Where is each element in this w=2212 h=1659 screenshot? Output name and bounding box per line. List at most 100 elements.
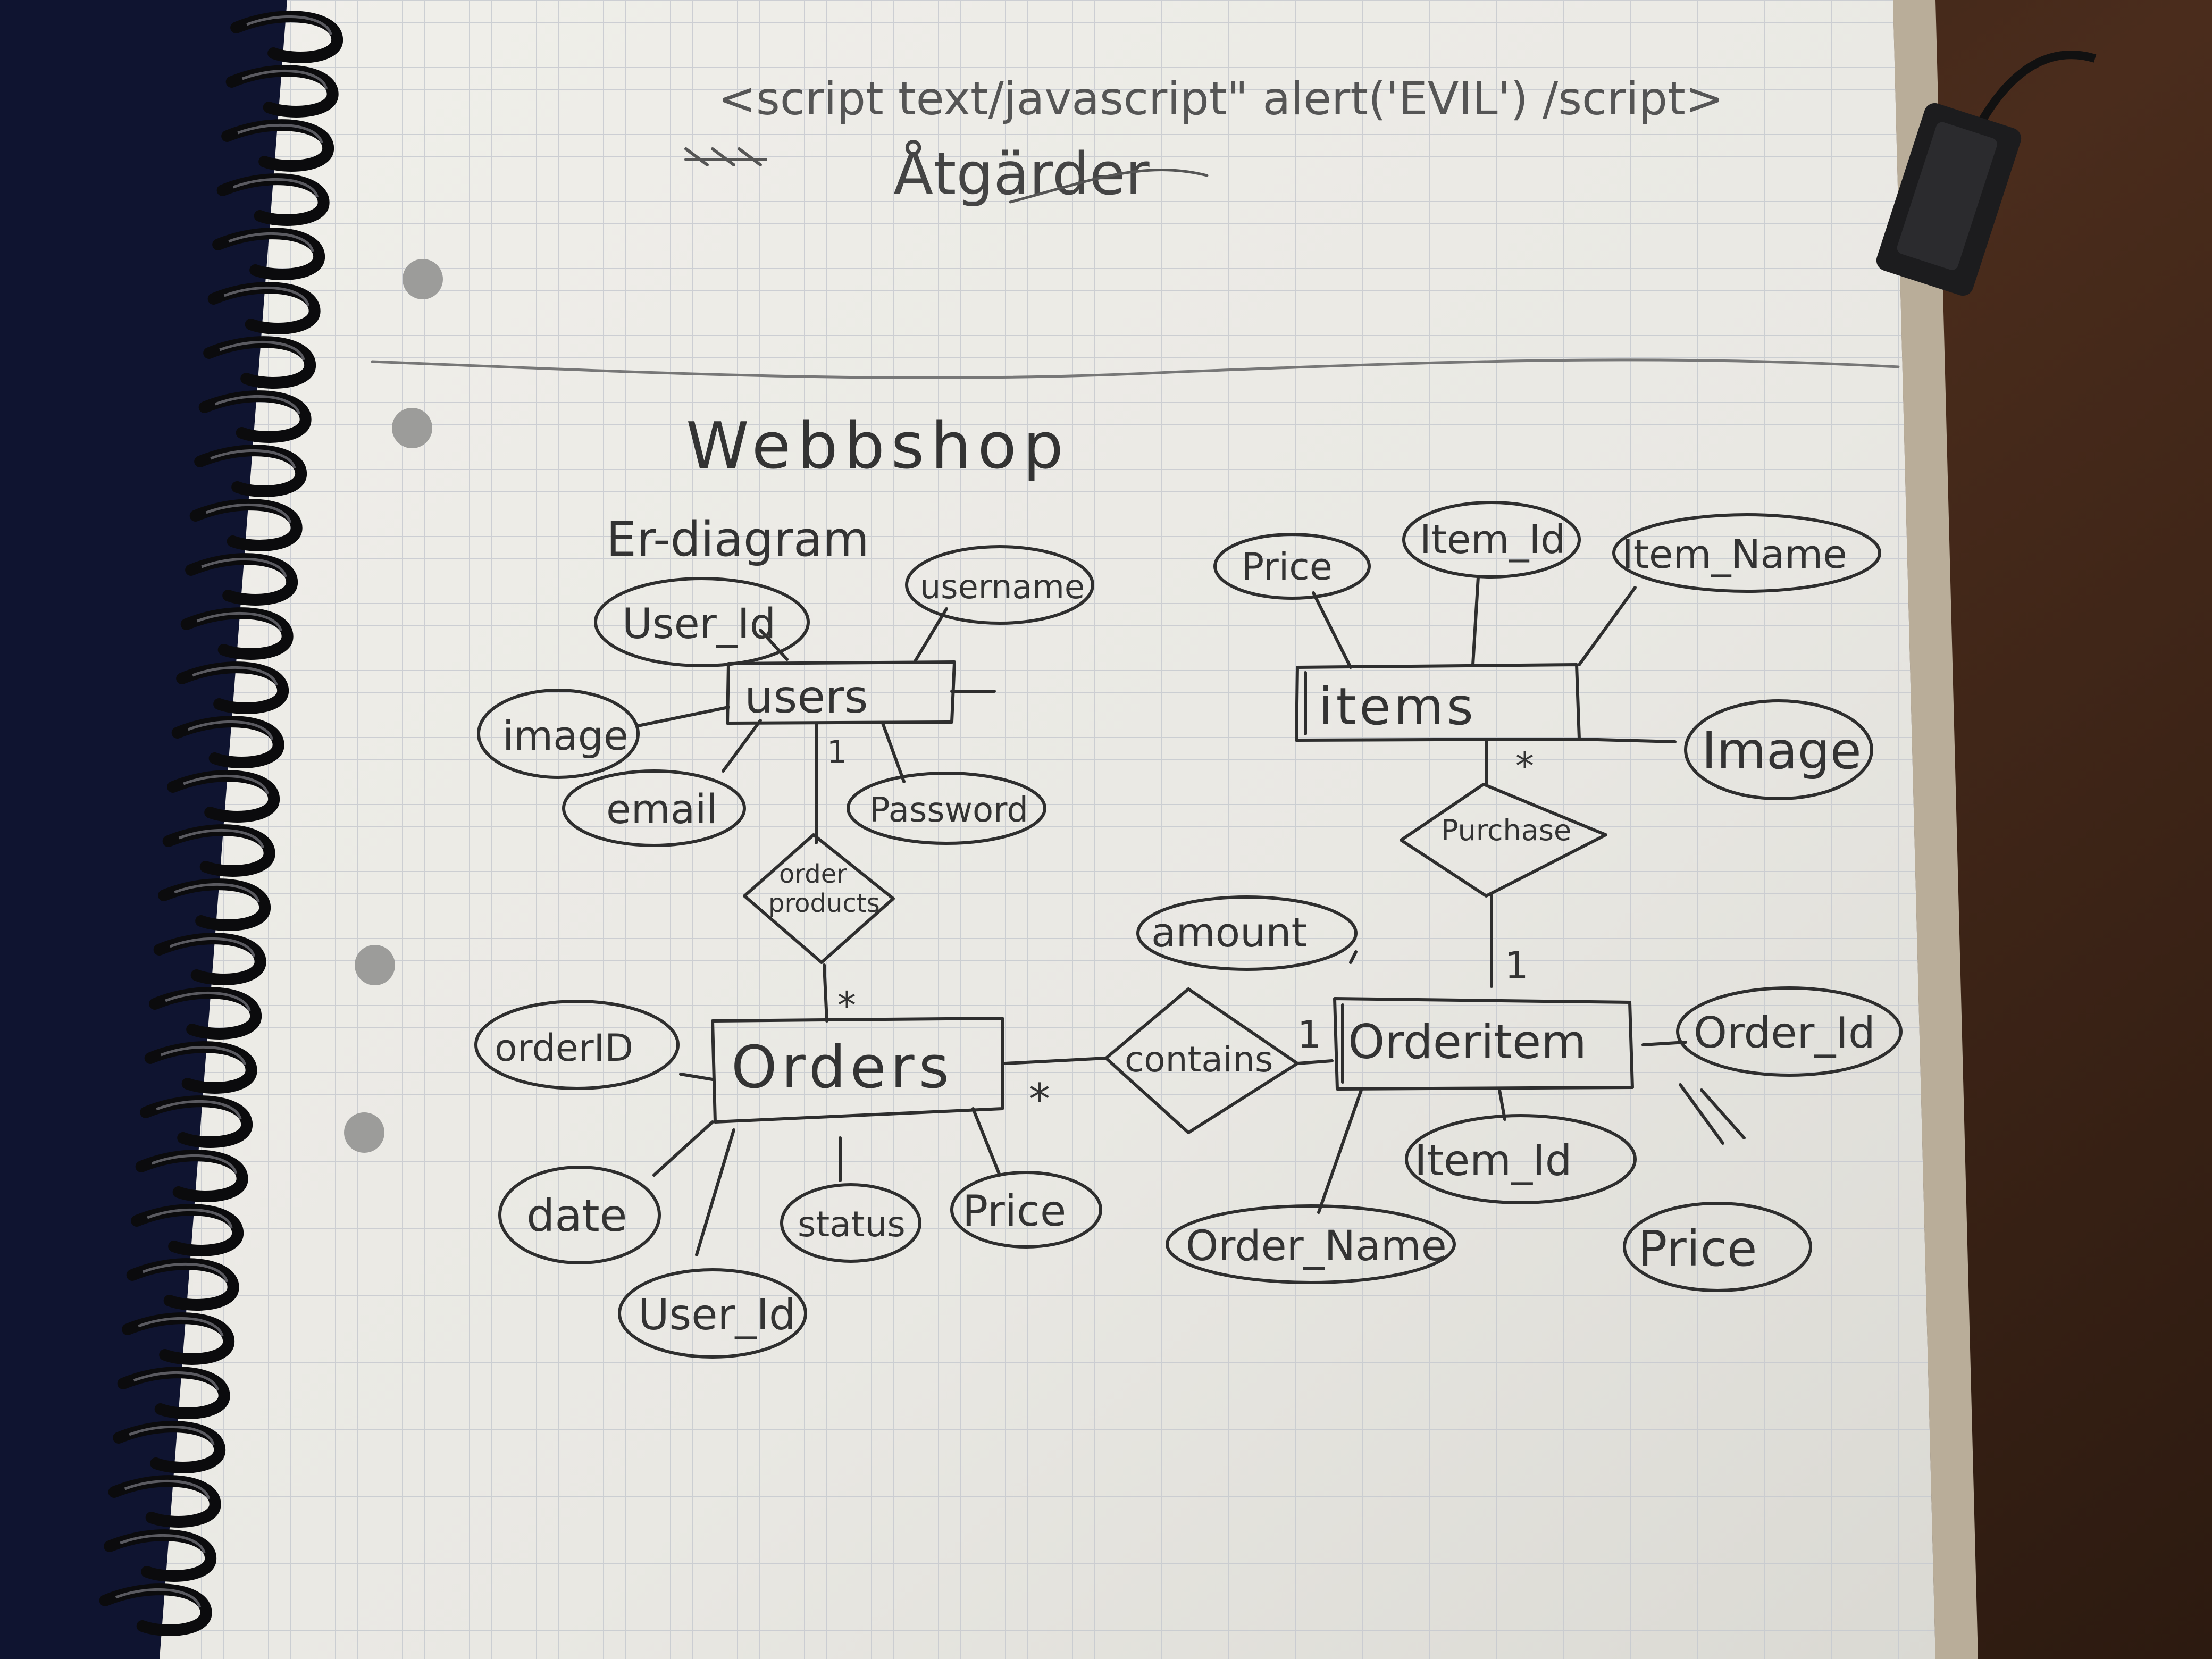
attr-orderitem-order-id: Order_Id [1676, 986, 1903, 1077]
svg-text:order: order [779, 859, 847, 889]
binding-ring-highlight [120, 1534, 206, 1554]
attr-orderitem-price: Price [1623, 1202, 1812, 1292]
svg-text:Item_Name: Item_Name [1622, 532, 1847, 577]
attr-items-image: Image [1684, 699, 1873, 800]
svg-text:Price: Price [962, 1186, 1066, 1236]
attr-orders-order-id: orderID [474, 1000, 680, 1090]
svg-text:Order_Name: Order_Name [1186, 1222, 1447, 1270]
binding-ring-highlight [124, 1479, 211, 1499]
page-title: Webbshop [686, 409, 1070, 483]
binding-ring-highlight [142, 1262, 229, 1283]
svg-text:amount: amount [1151, 909, 1307, 956]
binding-ring-highlight [228, 232, 314, 252]
binding-ring-highlight [133, 1371, 220, 1391]
charger-icon [1876, 51, 2097, 296]
attr-users-email: email [562, 769, 746, 847]
attr-orders-price: Price [950, 1171, 1102, 1249]
binding-ring-highlight [151, 1154, 238, 1174]
cardinality-marks: 1 * * 1 * 1 [827, 734, 1534, 1124]
svg-text:Order_Id: Order_Id [1694, 1008, 1875, 1058]
entity-orderitem: Orderitem [1333, 997, 1634, 1091]
scribble-mark [684, 147, 767, 166]
atgarder-scribble [1009, 169, 1209, 204]
attr-orders-date: date [498, 1166, 661, 1264]
svg-text:Purchase: Purchase [1441, 814, 1571, 847]
entity-orders: Orders [711, 1017, 1004, 1124]
relationship-order-products: order products [743, 833, 895, 964]
svg-text:Price: Price [1242, 545, 1333, 589]
binding-ring-highlight [147, 1208, 233, 1228]
binding-ring-highlight [241, 69, 328, 89]
script-line-text: <script text/javascript" alert('EVIL') /… [718, 72, 1724, 125]
svg-text:Item_Id: Item_Id [1420, 517, 1565, 563]
atgarder-text: Åtgärder [893, 139, 1150, 208]
binding-ring-highlight [156, 1100, 242, 1120]
binding-ring-highlight [138, 1317, 224, 1337]
svg-text:items: items [1319, 677, 1477, 736]
svg-text:Price: Price [1638, 1220, 1757, 1277]
svg-text:1: 1 [827, 734, 847, 771]
binding-ring-highlight [205, 503, 292, 523]
svg-text:status: status [798, 1204, 906, 1245]
spiral-binding [99, 11, 343, 1636]
attr-users-image: image [477, 689, 640, 779]
svg-text:image: image [502, 712, 629, 759]
binding-ring-highlight [183, 774, 269, 794]
binding-ring-highlight [214, 395, 301, 415]
binding-ring-highlight [237, 123, 323, 144]
binding-ring-highlight [115, 1588, 202, 1608]
binding-ring-highlight [165, 991, 251, 1011]
separator-line [371, 358, 1900, 379]
svg-text:email: email [606, 785, 718, 833]
svg-text:username: username [920, 567, 1085, 606]
binding-ring-highlight [192, 666, 278, 686]
binding-ring-highlight [174, 883, 260, 903]
paper-stack-edge [1893, 0, 1978, 1659]
punch-holes [344, 259, 443, 1153]
binding-ring-highlight [129, 1425, 215, 1445]
svg-text:Orders: Orders [731, 1033, 953, 1101]
entity-users: users [726, 660, 956, 725]
binding-ring-highlight [169, 937, 256, 957]
attr-orderitem-amount: amount [1136, 895, 1358, 971]
binding-ring-highlight [232, 178, 319, 198]
binding-ring-highlight [160, 1045, 247, 1066]
svg-text:users: users [744, 671, 868, 724]
attr-users-username: username [905, 545, 1094, 625]
attr-orders-status: status [780, 1183, 921, 1263]
svg-text:1: 1 [1505, 944, 1529, 987]
entity-items: items [1295, 663, 1581, 742]
svg-text:*: * [1029, 1075, 1050, 1124]
attr-items-item-id: Item_Id [1402, 501, 1581, 579]
svg-text:User_Id: User_Id [622, 600, 776, 648]
attr-users-user-id: User_Id [594, 577, 810, 667]
binding-ring-highlight [210, 449, 296, 469]
svg-text:Password: Password [869, 791, 1028, 830]
svg-text:*: * [1515, 744, 1534, 788]
er-diagram: <script text/javascript" alert('EVIL') /… [371, 72, 1903, 1359]
svg-text:User_Id: User_Id [638, 1290, 796, 1339]
subtitle: Er-diagram [606, 512, 869, 567]
attr-items-item-name: Item_Name [1612, 513, 1881, 593]
grid-lines [160, 0, 1936, 1659]
binding-ring-highlight [201, 557, 287, 577]
svg-text:1: 1 [1297, 1013, 1321, 1057]
binding-ring-highlight [219, 340, 305, 361]
binding-ring-highlight [223, 286, 310, 306]
attr-orderitem-order-name: Order_Name [1166, 1204, 1456, 1284]
svg-text:date: date [526, 1189, 627, 1242]
svg-text:Item_Id: Item_Id [1414, 1136, 1572, 1185]
svg-text:contains: contains [1125, 1039, 1273, 1080]
svg-text:*: * [837, 984, 856, 1027]
binding-ring-highlight [246, 15, 332, 35]
svg-text:products: products [768, 889, 880, 918]
svg-text:orderID: orderID [495, 1026, 633, 1070]
binding-ring-highlight [196, 611, 283, 632]
attr-orders-user-id: User_Id [618, 1268, 807, 1359]
connector-lines [636, 575, 1746, 1256]
binding-ring-highlight [187, 720, 274, 740]
relationship-contains: contains [1104, 987, 1299, 1134]
binding-ring-highlight [178, 828, 265, 849]
